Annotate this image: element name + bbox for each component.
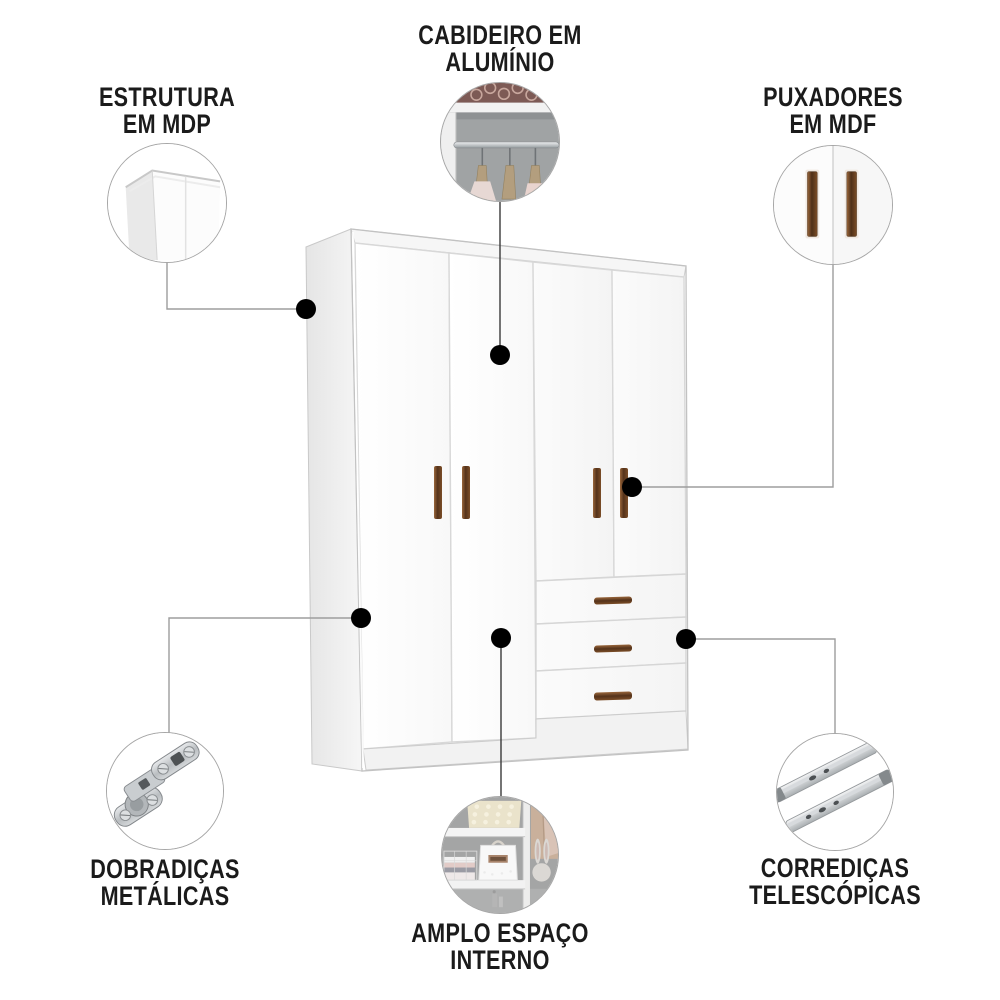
cabinet-corner-icon [108, 144, 226, 262]
dobradicas-label-line1: DOBRADIÇAS [90, 854, 240, 884]
callout-circle-cabideiro [440, 82, 560, 202]
hanger-rail-icon [441, 83, 559, 201]
callout-circle-amplo [441, 796, 559, 914]
amplo-label-line1: AMPLO ESPAÇO [411, 918, 589, 948]
cabideiro-label: CABIDEIRO EM ALUMÍNIO [380, 22, 620, 76]
connector-dots [296, 299, 696, 649]
door-handle [593, 468, 601, 518]
drawer-handles [593, 596, 633, 701]
estrutura-label-line1: ESTRUTURA [98, 82, 236, 112]
callout-circle-estrutura [107, 143, 227, 263]
estrutura-label: ESTRUTURA EM MDP [47, 84, 287, 138]
callout-circle-dobradicas [106, 732, 224, 850]
dobradicas-label-line2: METÁLICAS [100, 881, 230, 911]
door-handle [434, 466, 442, 519]
wardrobe-door-3 [532, 261, 615, 582]
callout-circle-corredicas [776, 733, 894, 851]
amplo-label: AMPLO ESPAÇO INTERNO [380, 920, 620, 974]
estrutura-label-line2: EM MDP [122, 109, 212, 139]
callout-circle-puxadores [773, 145, 893, 265]
metal-hinge-icon [107, 733, 223, 849]
corredicas-label-line1: CORREDIÇAS [760, 853, 910, 883]
dobradicas-label: DOBRADIÇAS METÁLICAS [45, 856, 285, 910]
cabideiro-label-line1: CABIDEIRO EM [418, 20, 582, 50]
amplo-label-line2: INTERNO [450, 945, 550, 975]
corredicas-label: CORREDIÇAS TELESCÓPICAS [715, 855, 955, 909]
interior-shelves-icon [442, 797, 558, 913]
wardrobe-base [362, 710, 689, 771]
door-handle [462, 466, 470, 519]
wardrobe-drawer-2 [535, 616, 687, 672]
wardrobe-drawer-3 [535, 662, 687, 720]
puxadores-label-line2: EM MDF [789, 109, 877, 139]
wardrobe-door-4 [611, 269, 687, 578]
wood-handles-icon [774, 146, 892, 264]
puxadores-label: PUXADORES EM MDF [713, 84, 953, 138]
connector-lines [166, 202, 836, 797]
puxadores-label-line1: PUXADORES [763, 82, 903, 112]
corredicas-label-line2: TELESCÓPICAS [749, 880, 921, 910]
cabideiro-label-line2: ALUMÍNIO [445, 47, 555, 77]
telescopic-slides-icon [777, 734, 893, 850]
